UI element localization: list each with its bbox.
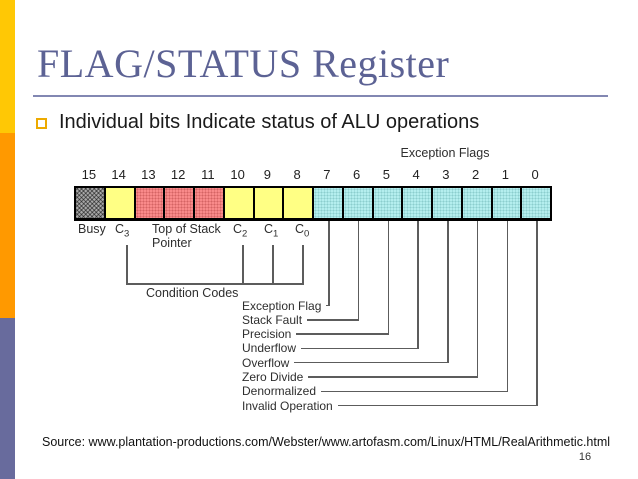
exception-flags-caption: Exception Flags xyxy=(400,146,490,160)
bit-cell-12 xyxy=(163,188,193,218)
flag-leader-line xyxy=(307,319,359,321)
bit-number-8: 8 xyxy=(293,167,301,182)
flag-label: Exception Flag xyxy=(242,298,322,313)
flag-label: Overflow xyxy=(242,355,290,370)
accent-bar-purple-segment xyxy=(0,318,15,479)
flag-label: Precision xyxy=(242,327,292,342)
flag-row: Exception Flag xyxy=(242,298,329,313)
bit-number-10: 10 xyxy=(230,167,245,182)
bit-cell-4 xyxy=(401,188,431,218)
page-title: FLAG/STATUS Register xyxy=(37,41,450,86)
bit-field-label: Busy xyxy=(78,222,106,236)
flag-leader-line xyxy=(296,333,389,335)
bit-field-label: C0 xyxy=(295,222,310,240)
bit-cell-3 xyxy=(431,188,461,218)
flag-leader-line xyxy=(308,376,478,378)
left-accent-bar xyxy=(0,0,15,479)
page-number: 16 xyxy=(578,451,592,463)
bit-number-0: 0 xyxy=(531,167,539,182)
flag-connector-line xyxy=(506,221,508,392)
flag-leader-line xyxy=(326,304,329,307)
flag-label: Zero Divide xyxy=(242,370,304,384)
flag-row: Underflow xyxy=(242,341,419,356)
bit-cell-0 xyxy=(520,188,550,218)
bit-number-9: 9 xyxy=(263,167,271,182)
flag-row: Denormalized xyxy=(242,384,508,399)
flag-label: Denormalized xyxy=(242,384,317,399)
flag-connector-line xyxy=(447,221,449,364)
bullet-text: Individual bits Indicate status of ALU o… xyxy=(59,111,480,133)
flag-row: Invalid Operation xyxy=(242,398,538,413)
accent-bar-orange-segment xyxy=(0,133,15,318)
flag-connector-line xyxy=(357,221,360,321)
bit-cell-15 xyxy=(76,188,104,218)
bit-cell-1 xyxy=(490,188,521,218)
bullet-square-icon xyxy=(36,118,47,129)
bit-cell-13 xyxy=(133,188,164,218)
bit-cell-10 xyxy=(222,188,253,218)
bit-cell-14 xyxy=(103,188,134,218)
source-citation: Source: www.plantation-productions.com/W… xyxy=(42,435,611,449)
bit-number-6: 6 xyxy=(353,167,361,182)
bit-cell-7 xyxy=(312,188,342,218)
flag-leader-line xyxy=(301,347,419,350)
flag-leader-line xyxy=(321,390,508,393)
bit-cell-5 xyxy=(371,188,402,218)
bit-cell-9 xyxy=(252,188,283,218)
flag-connector-line xyxy=(387,221,389,335)
accent-bar-yellow-segment xyxy=(0,0,15,133)
condition-code-connector-line xyxy=(302,245,304,283)
flag-label: Invalid Operation xyxy=(242,398,333,413)
bit-number-13: 13 xyxy=(141,167,156,182)
bit-field-label: C2 xyxy=(233,222,248,240)
bit-number-15: 15 xyxy=(81,167,97,182)
bit-number-12: 12 xyxy=(170,167,186,182)
bit-number-4: 4 xyxy=(412,167,420,182)
condition-code-connector-line xyxy=(272,245,274,283)
title-divider xyxy=(33,95,608,97)
bit-number-7: 7 xyxy=(323,167,331,182)
bit-number-11: 11 xyxy=(201,167,215,182)
flag-leader-line xyxy=(337,404,538,407)
flag-connector-line xyxy=(417,221,419,349)
condition-code-connector-line xyxy=(126,245,128,283)
register-bit-boxes xyxy=(74,186,552,221)
bit-cell-6 xyxy=(341,188,372,218)
condition-codes-caption: Condition Codes xyxy=(146,286,239,300)
bit-cell-2 xyxy=(460,188,491,218)
flag-connector-line xyxy=(536,221,538,407)
bit-number-1: 1 xyxy=(501,167,509,182)
bit-cell-11 xyxy=(193,188,223,218)
flag-label: Underflow xyxy=(242,341,297,356)
bit-number-2: 2 xyxy=(472,167,480,182)
flag-leader-line xyxy=(294,361,448,364)
bit-number-5: 5 xyxy=(382,167,390,182)
flag-row: Precision xyxy=(242,327,389,342)
flag-connector-line xyxy=(328,221,330,306)
condition-codes-bracket-line xyxy=(126,283,304,285)
flag-row: Stack Fault xyxy=(242,312,359,327)
bit-field-label: C3 xyxy=(115,222,130,240)
flag-connector-line xyxy=(476,221,479,378)
flag-row: Zero Divide xyxy=(242,370,478,385)
condition-code-connector-line xyxy=(242,245,244,283)
bit-number-3: 3 xyxy=(442,167,450,182)
bit-field-label: C1 xyxy=(264,222,279,240)
bit-cell-8 xyxy=(282,188,312,218)
flag-label: Stack Fault xyxy=(242,312,303,327)
bit-number-14: 14 xyxy=(111,167,126,182)
flag-row: Overflow xyxy=(242,355,448,370)
